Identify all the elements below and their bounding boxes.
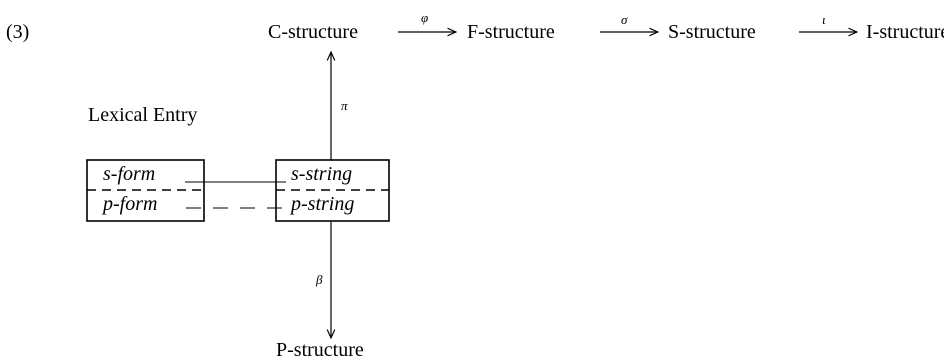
example-number: (3) bbox=[6, 21, 30, 43]
s-structure-label: S-structure bbox=[668, 21, 756, 43]
f-structure-label: F-structure bbox=[467, 21, 555, 43]
phi-label: φ bbox=[421, 10, 429, 25]
beta-label: β bbox=[316, 272, 323, 287]
p-structure-label: P-structure bbox=[276, 339, 364, 361]
p-form-label: p-form bbox=[103, 193, 158, 215]
c-structure-label: C-structure bbox=[268, 21, 358, 43]
iota-label: ι bbox=[822, 12, 826, 27]
sigma-label: σ bbox=[621, 12, 628, 27]
pi-label: π bbox=[341, 98, 348, 113]
lexical-entry-title: Lexical Entry bbox=[88, 104, 198, 126]
s-form-label: s-form bbox=[103, 163, 156, 185]
i-structure-label: I-structure bbox=[866, 21, 944, 43]
s-string-label: s-string bbox=[291, 163, 353, 185]
p-string-label: p-string bbox=[291, 193, 355, 215]
